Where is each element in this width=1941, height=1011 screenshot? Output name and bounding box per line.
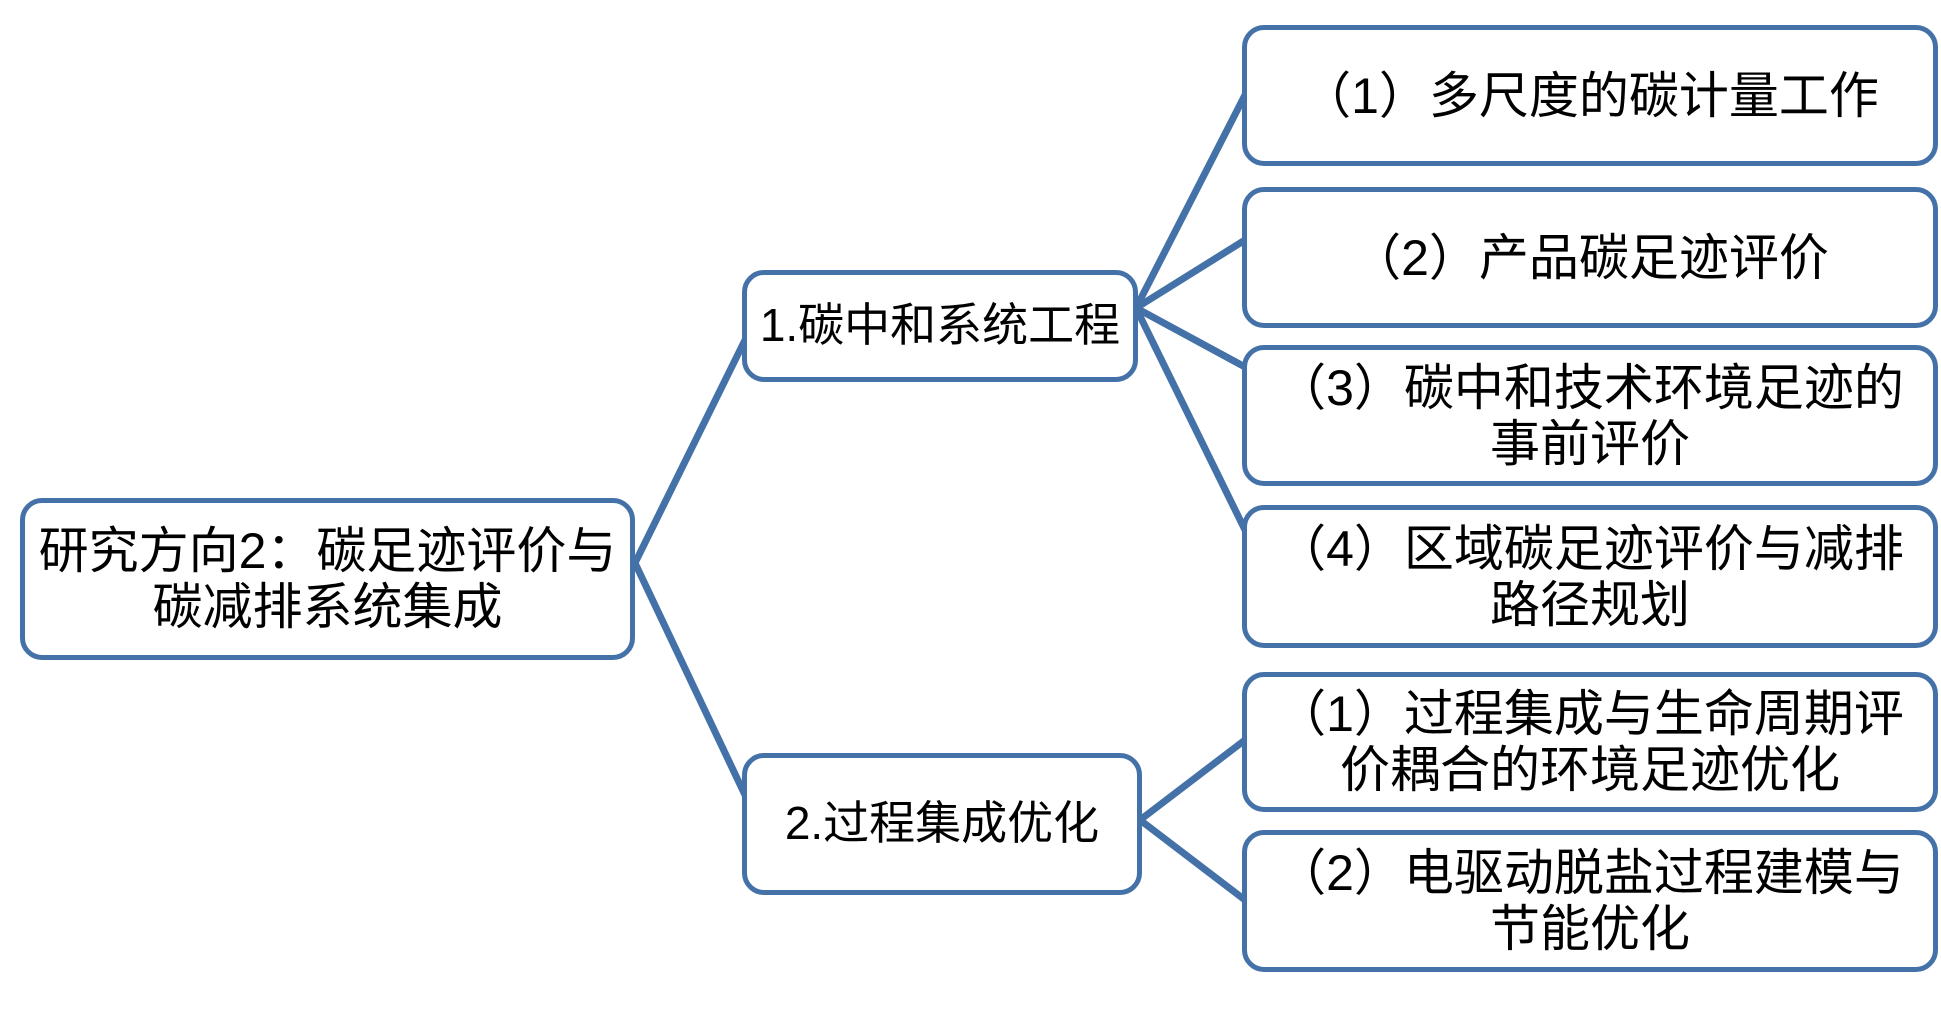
edge-branch-1-to-item-3 (1132, 304, 1249, 371)
branch-node-1[interactable]: 1.碳中和系统工程 (742, 270, 1138, 382)
branch-node-1-label: 1.碳中和系统工程 (759, 299, 1121, 352)
edge-branch-1-to-item-2 (1132, 236, 1249, 312)
leaf-node-branch2-item1-label: （1）过程集成与生命周期评价耦合的环境足迹优化 (1276, 686, 1904, 798)
edge-branch-1-to-item-1 (1132, 91, 1249, 312)
leaf-node-branch1-item4-label: （4）区域碳足迹评价与减排路径规划 (1276, 520, 1904, 633)
root-node-label: 研究方向2：碳足迹评价与碳减排系统集成 (38, 523, 617, 635)
leaf-node-branch1-item2[interactable]: （2）产品碳足迹评价 (1242, 187, 1938, 328)
edge-branch-2-to-item-2 (1136, 816, 1249, 904)
edge-root-to-branch-1 (631, 336, 749, 567)
edge-root-to-branch-2 (631, 559, 749, 799)
branch-node-2[interactable]: 2.过程集成优化 (742, 753, 1142, 895)
leaf-node-branch1-item1-label: （1）多尺度的碳计量工作 (1301, 67, 1879, 124)
leaf-node-branch1-item1[interactable]: （1）多尺度的碳计量工作 (1242, 25, 1938, 166)
edge-branch-1-to-item-4 (1132, 304, 1249, 534)
leaf-node-branch1-item3-label: （3）碳中和技术环境足迹的事前评价 (1276, 359, 1904, 472)
root-node[interactable]: 研究方向2：碳足迹评价与碳减排系统集成 (20, 498, 635, 660)
leaf-node-branch2-item2[interactable]: （2）电驱动脱盐过程建模与节能优化 (1242, 830, 1938, 972)
leaf-node-branch1-item4[interactable]: （4）区域碳足迹评价与减排路径规划 (1242, 505, 1938, 648)
edge-branch-2-to-item-1 (1136, 736, 1249, 824)
leaf-node-branch2-item1[interactable]: （1）过程集成与生命周期评价耦合的环境足迹优化 (1242, 672, 1938, 812)
leaf-node-branch1-item3[interactable]: （3）碳中和技术环境足迹的事前评价 (1242, 345, 1938, 486)
branch-node-2-label: 2.过程集成优化 (784, 797, 1100, 850)
leaf-node-branch1-item2-label: （2）产品碳足迹评价 (1351, 229, 1829, 286)
leaf-node-branch2-item2-label: （2）电驱动脱盐过程建模与节能优化 (1276, 845, 1904, 957)
